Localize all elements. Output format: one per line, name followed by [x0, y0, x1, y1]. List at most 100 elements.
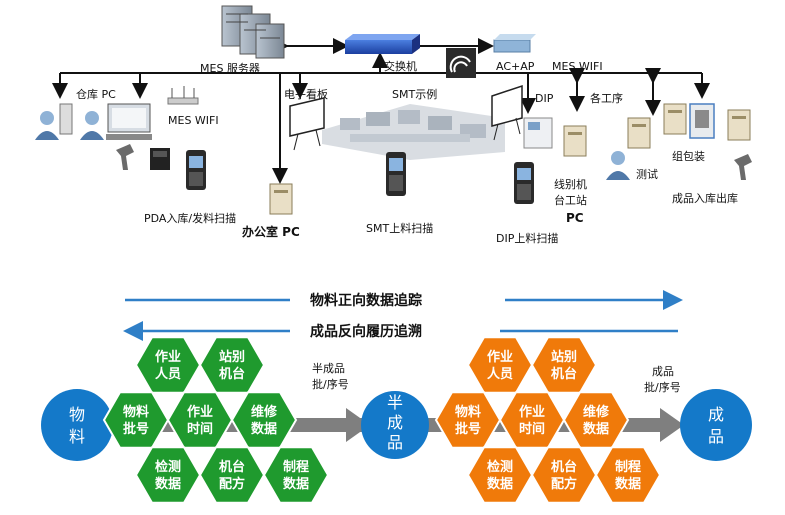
- hex-label: 物料: [123, 404, 149, 420]
- printer-icon: [150, 148, 170, 170]
- pda-icon: [514, 162, 534, 204]
- process-label: 各工序: [590, 91, 623, 105]
- hex-cell: [166, 391, 234, 449]
- forward-label: 物料正向数据追踪: [310, 292, 422, 309]
- dip-scan-label: DIP上料扫描: [496, 231, 558, 245]
- board-label: 电子看板: [284, 87, 328, 101]
- pc-tower-icon: [627, 117, 651, 149]
- wifi-ap-icon: [167, 86, 199, 105]
- finished-batch-label: 成品: [652, 365, 674, 378]
- hex-cell: [562, 391, 630, 449]
- hex-cell: [466, 336, 534, 394]
- finished-product-node: 成 品: [680, 389, 752, 461]
- line-station-label-3: PC: [566, 211, 584, 225]
- person-icon: [606, 151, 630, 180]
- server-label: MES 服务器: [200, 62, 260, 75]
- hex-label: 作业: [155, 349, 181, 365]
- pc-tower-icon: [663, 103, 687, 135]
- hex-label: 机台: [551, 366, 577, 382]
- line-station-label-1: 线别机: [554, 177, 587, 191]
- hex-label: 数据: [487, 476, 513, 492]
- label-printer-icon: [689, 103, 715, 139]
- semi-batch-label: 批/序号: [312, 377, 349, 391]
- wifi-top-label: MES WIFI: [552, 60, 603, 73]
- hex-label: 数据: [615, 476, 641, 492]
- office-pc-label: 办公室 PC: [242, 224, 300, 239]
- hex-label: 数据: [283, 476, 309, 492]
- semi-char: 成: [387, 413, 403, 432]
- pda-label: PDA入库/发料扫描: [144, 211, 236, 225]
- test-label: 测试: [636, 168, 658, 181]
- pda-icon: [386, 152, 406, 196]
- hex-label: 制程: [615, 459, 641, 475]
- hex-cell: [198, 446, 266, 504]
- pc-tower-icon: [563, 125, 587, 157]
- material-node: 物 料: [41, 389, 113, 461]
- hex-cell: [594, 446, 662, 504]
- hex-label: 人员: [155, 366, 181, 382]
- process-bar-right-head: [660, 408, 684, 442]
- hex-cell: [262, 446, 330, 504]
- hex-cell: [102, 391, 170, 449]
- hex-cell: [134, 336, 202, 394]
- hex-label: 制程: [283, 459, 309, 475]
- machine-icon: [523, 117, 553, 149]
- finished-char: 成: [708, 405, 724, 424]
- smt-demo-label: SMT示例: [392, 87, 437, 101]
- line-station-label-2: 台工站: [554, 193, 587, 207]
- hex-label: 机台: [219, 459, 245, 475]
- semi-char: 半: [387, 393, 403, 412]
- hex-label: 物料: [455, 404, 481, 420]
- smt-factory-image: [322, 104, 505, 160]
- hex-label: 作业: [487, 349, 513, 365]
- hex-label: 批号: [455, 421, 481, 437]
- hex-label: 人员: [487, 366, 513, 382]
- dip-label: DIP: [535, 92, 554, 105]
- semi-char: 品: [387, 433, 403, 452]
- person-icon: [80, 111, 104, 140]
- warehouse-pc-label: 仓库 PC: [76, 87, 116, 101]
- monitor-icon: [106, 103, 152, 140]
- hex-label: 机台: [219, 366, 245, 382]
- hex-label: 作业: [519, 404, 545, 420]
- hex-label: 检测: [155, 459, 181, 475]
- hex-label: 机台: [551, 459, 577, 475]
- pda-icon: [186, 150, 206, 190]
- hex-cell: [498, 391, 566, 449]
- hex-label: 时间: [519, 421, 545, 437]
- server-icon: [221, 5, 285, 59]
- hex-label: 数据: [155, 476, 181, 492]
- board-icon: [289, 97, 325, 151]
- hex-label: 时间: [187, 421, 213, 437]
- hex-label: 检测: [487, 459, 513, 475]
- barcode-scanner-icon: [734, 154, 752, 180]
- hex-label: 作业: [187, 404, 213, 420]
- material-char: 物: [69, 405, 85, 424]
- door-reader-icon: [59, 103, 73, 135]
- wifi-router-icon: [446, 48, 476, 78]
- material-char: 料: [69, 427, 85, 446]
- barcode-scanner-icon: [116, 144, 134, 170]
- hex-label: 数据: [251, 421, 277, 437]
- semi-batch-label: 半成品: [312, 361, 345, 375]
- hex-label: 批号: [123, 421, 149, 437]
- hex-cell: [530, 446, 598, 504]
- hex-label: 站别: [551, 349, 577, 365]
- smt-scan-label: SMT上料扫描: [366, 221, 433, 235]
- finished-char: 品: [708, 427, 724, 446]
- semi-product-node: 半 成 品: [361, 391, 429, 459]
- board-icon: [491, 84, 523, 141]
- finished-batch-label: 批/序号: [644, 380, 681, 394]
- switch-label: 交换机: [384, 59, 417, 73]
- pc-tower-icon: [727, 109, 751, 141]
- hex-label: 数据: [583, 421, 609, 437]
- hex-cell: [230, 391, 298, 449]
- hex-cell: [466, 446, 534, 504]
- hex-cell: [198, 336, 266, 394]
- hex-label: 维修: [251, 404, 278, 420]
- hex-cell: [134, 446, 202, 504]
